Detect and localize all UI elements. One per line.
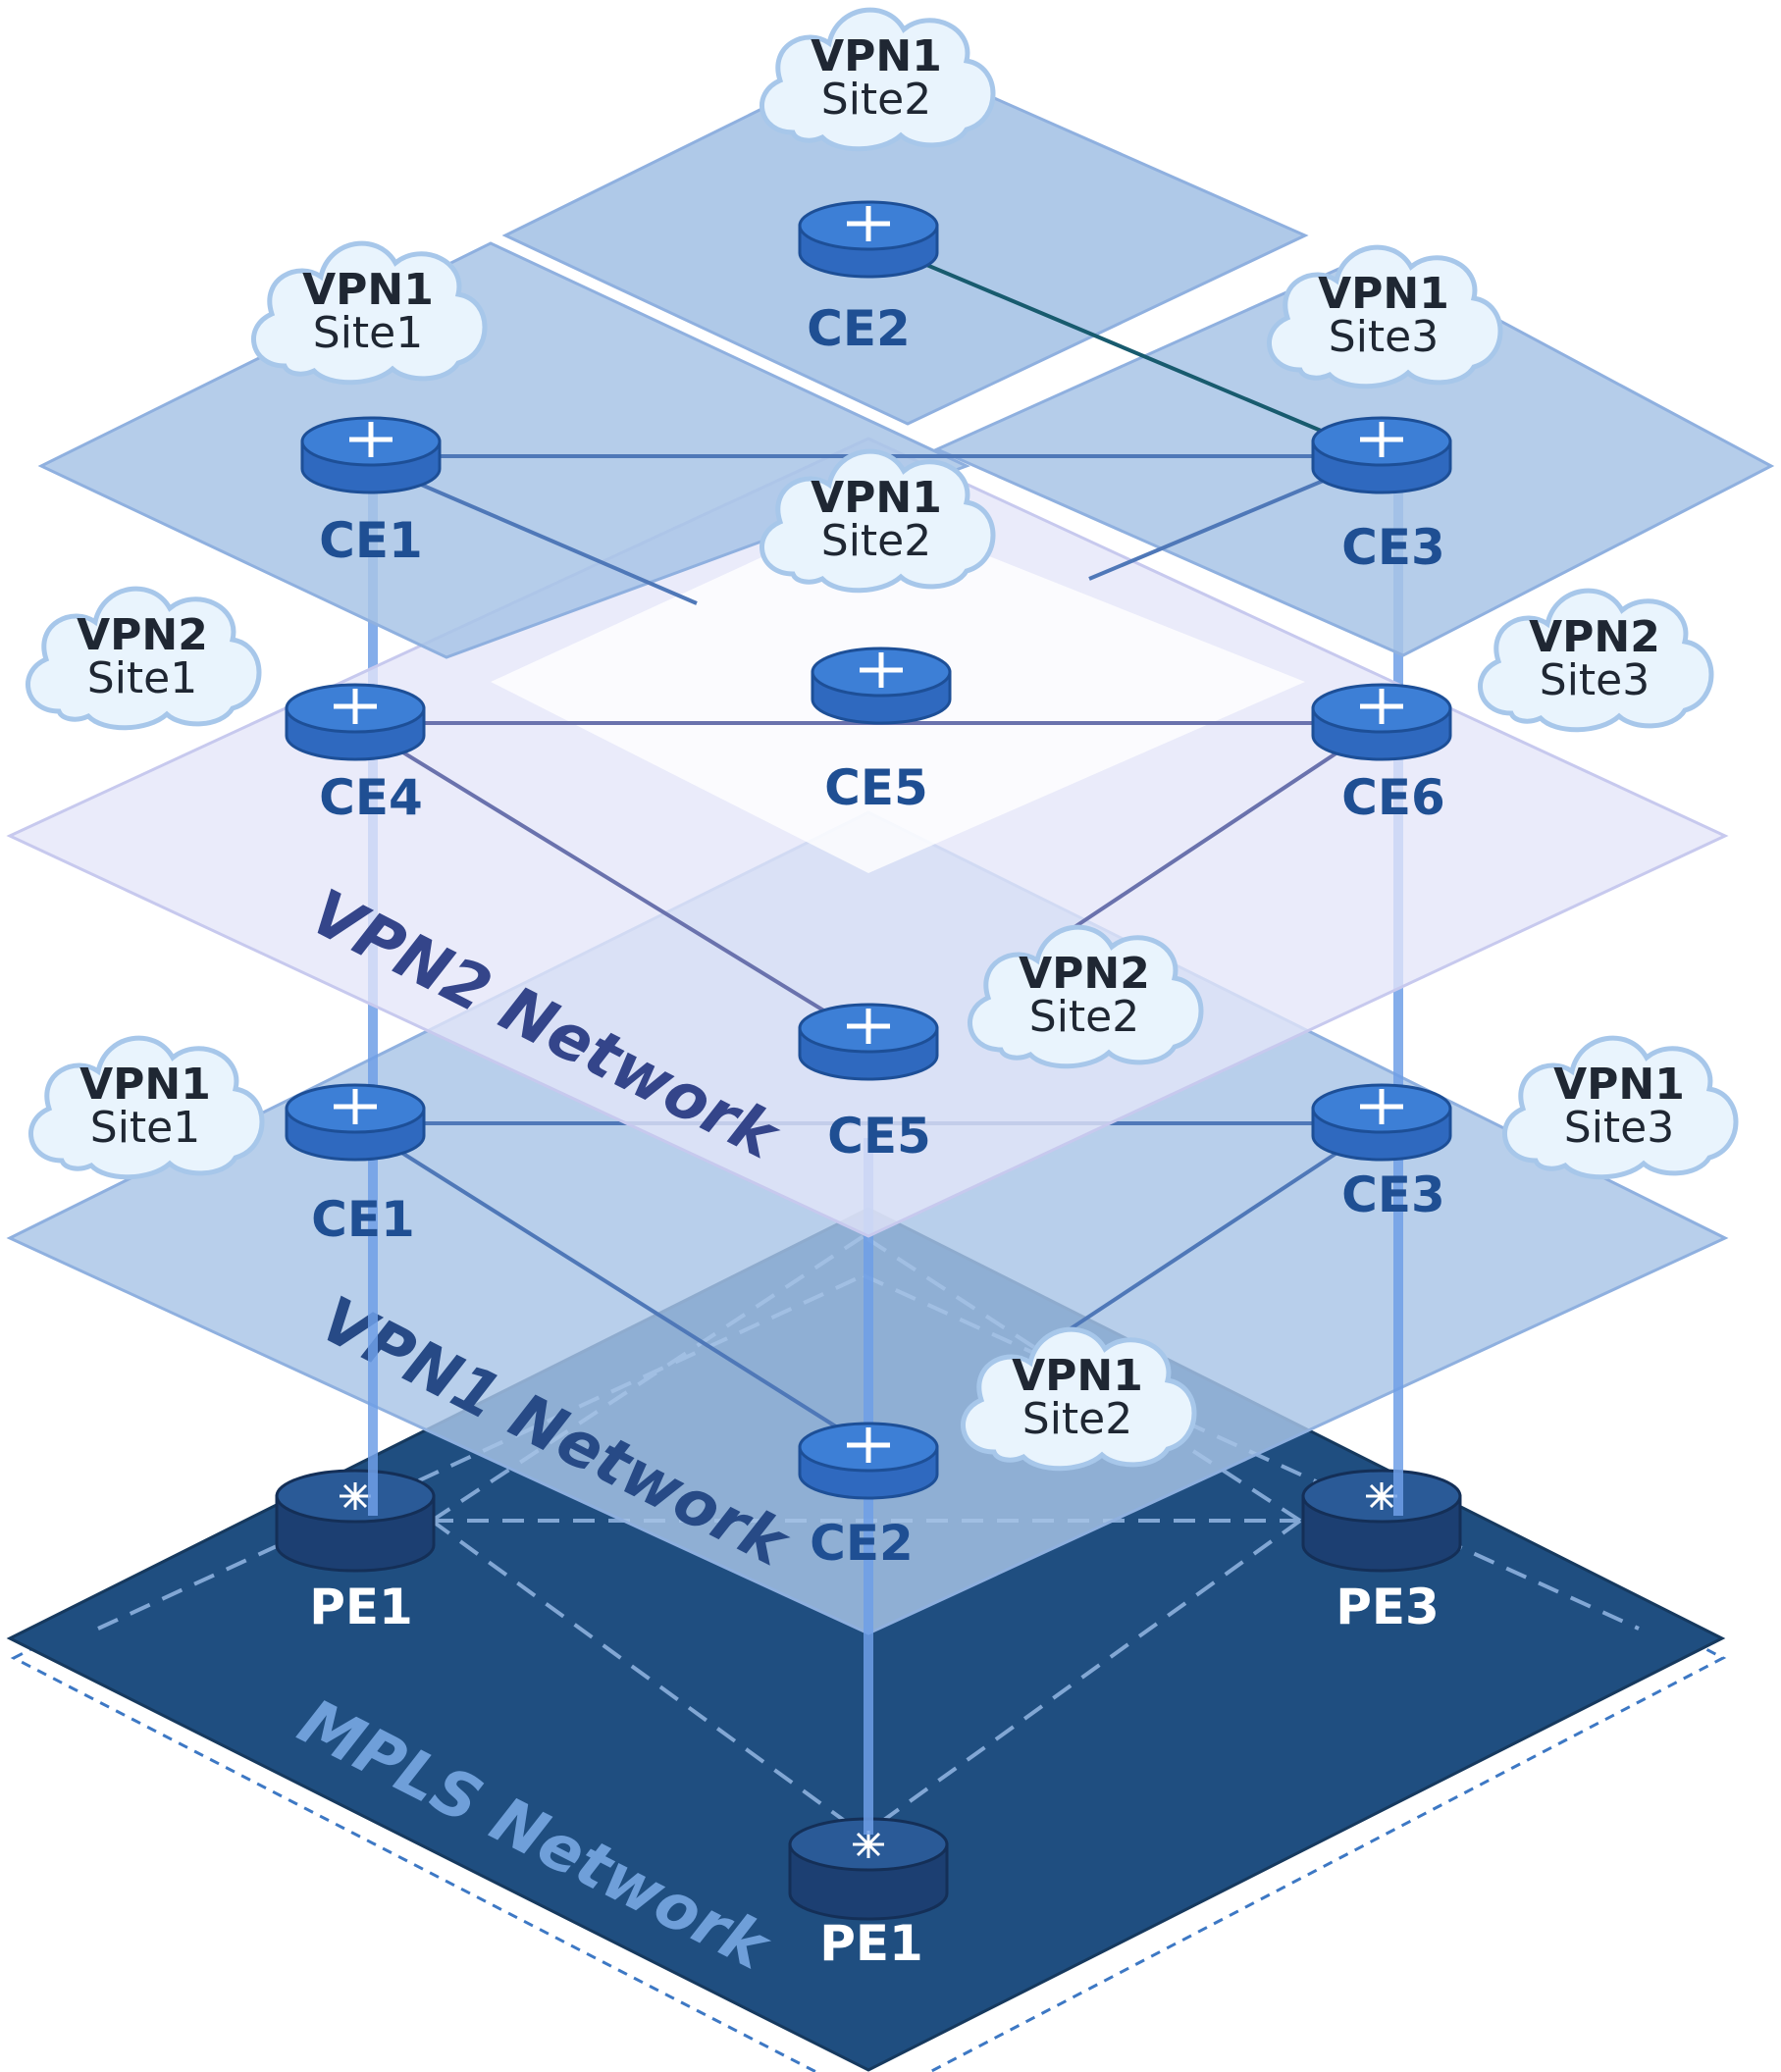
cloud-site: Site2 — [821, 516, 931, 566]
cloud-site: Site3 — [1564, 1103, 1674, 1153]
top-ce2-router[interactable] — [800, 202, 937, 277]
cloud-title: VPN2 — [1019, 949, 1150, 999]
pe3-label: PE3 — [1336, 1579, 1440, 1635]
router-icon — [1313, 1085, 1450, 1160]
cloud-vpn2-site2: VPN2 Site2 — [969, 927, 1201, 1066]
vpn1-ce1-label: CE1 — [311, 1191, 415, 1248]
vpn2-ce4-label: CE4 — [319, 769, 423, 826]
cloud-vpn1-site3: VPN1 Site3 — [1504, 1038, 1736, 1177]
router-icon — [1313, 685, 1450, 759]
router-icon — [1301, 1469, 1462, 1573]
pe1-left-router[interactable] — [275, 1469, 436, 1573]
top-ce3-label: CE3 — [1341, 519, 1445, 576]
vpn1-ce1-router[interactable] — [287, 1085, 424, 1160]
cloud-top-vpn1-site3: VPN1 Site3 — [1269, 247, 1500, 387]
vpn2-ce6-router[interactable] — [1313, 685, 1450, 759]
top-ce2-label: CE2 — [807, 300, 911, 357]
cloud-title: VPN2 — [77, 610, 208, 660]
pe1-bottom-label: PE1 — [819, 1915, 923, 1972]
cloud-top-vpn1-site2: VPN1 Site2 — [761, 10, 993, 149]
cloud-site: Site2 — [821, 75, 931, 125]
router-icon — [800, 1005, 937, 1079]
cloud-site: Site3 — [1540, 655, 1650, 705]
router-icon — [287, 1085, 424, 1160]
cloud-site: Site2 — [1029, 992, 1139, 1042]
top-ce3-router[interactable] — [1313, 418, 1450, 492]
cloud-title: VPN1 — [1553, 1060, 1685, 1110]
cloud-title: VPN1 — [811, 473, 942, 523]
cloud-vpn2-site1: VPN2 Site1 — [27, 589, 259, 728]
router-icon — [800, 202, 937, 277]
vpn2-ce5-top-router[interactable] — [812, 648, 950, 723]
vpn1-ce2-label: CE2 — [810, 1515, 914, 1572]
vpn1-ce3-label: CE3 — [1341, 1166, 1445, 1223]
cloud-title: VPN1 — [302, 265, 434, 315]
cloud-site: Site3 — [1329, 312, 1439, 362]
router-icon — [800, 1424, 937, 1498]
router-icon — [1313, 418, 1450, 492]
cloud-site: Site2 — [1022, 1394, 1132, 1444]
cloud-title: VPN1 — [79, 1060, 211, 1110]
router-icon — [275, 1469, 436, 1573]
top-ce1-label: CE1 — [319, 512, 423, 569]
cloud-vpn1-site2: VPN1 Site2 — [963, 1329, 1194, 1469]
vpn2-ce6-label: CE6 — [1341, 769, 1445, 826]
cloud-site: Site1 — [313, 308, 423, 358]
vpn1-ce3-router[interactable] — [1313, 1085, 1450, 1160]
vpn2-ce4-router[interactable] — [287, 685, 424, 759]
router-icon — [287, 685, 424, 759]
cloud-mid-vpn1-site2: VPN1 Site2 — [761, 451, 993, 591]
pe3-router[interactable] — [1301, 1469, 1462, 1573]
cloud-title: VPN2 — [1529, 612, 1660, 662]
cloud-vpn2-site3: VPN2 Site3 — [1480, 591, 1711, 730]
router-icon — [302, 418, 440, 492]
vpn2-ce5-router[interactable] — [800, 1005, 937, 1079]
vpn2-ce5-label: CE5 — [827, 1108, 931, 1165]
vpn2-ce5-top-label: CE5 — [824, 759, 928, 816]
cloud-site: Site1 — [90, 1103, 200, 1153]
cloud-title: VPN1 — [1318, 269, 1449, 319]
cloud-site: Site1 — [87, 653, 197, 703]
router-icon — [812, 648, 950, 723]
vpn1-ce2-router[interactable] — [800, 1424, 937, 1498]
cloud-vpn1-site1: VPN1 Site1 — [30, 1038, 262, 1177]
cloud-title: VPN1 — [1012, 1351, 1143, 1401]
top-ce1-router[interactable] — [302, 418, 440, 492]
cloud-title: VPN1 — [811, 31, 942, 81]
cloud-top-vpn1-site1: VPN1 Site1 — [253, 243, 485, 383]
pe1-left-label: PE1 — [309, 1579, 413, 1635]
